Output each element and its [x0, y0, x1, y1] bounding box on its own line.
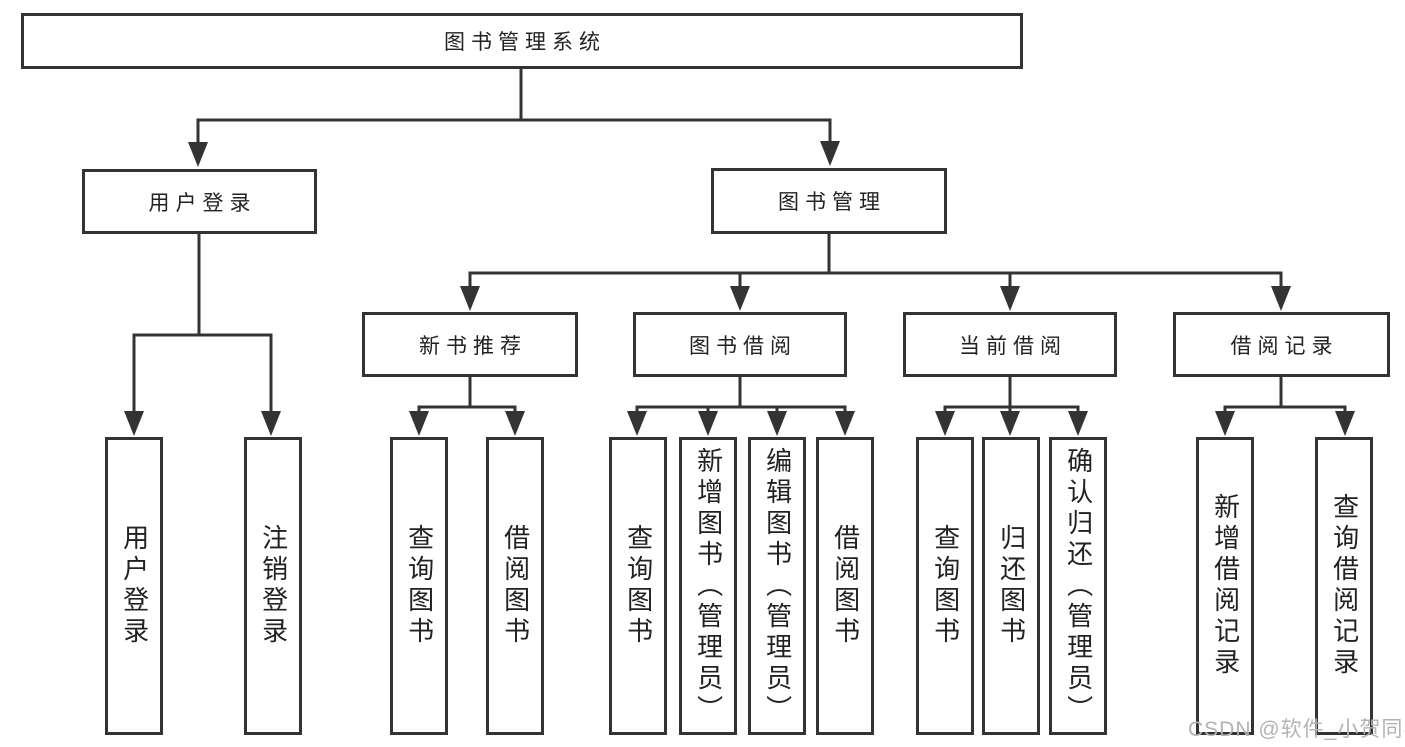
leaf-borrow-books-recommend: 借阅图书: [486, 437, 544, 735]
node-user-login: 用户登录: [82, 169, 317, 234]
leaf-query-books-borrow-label: 查询图书: [623, 524, 654, 648]
leaf-return-books: 归还图书: [982, 437, 1040, 735]
leaf-edit-books-admin: 编辑图书（管理员）: [748, 437, 806, 735]
node-new-book-recommend: 新书推荐: [362, 312, 578, 377]
leaf-confirm-return-admin-label: 确认归还（管理员）: [1063, 446, 1094, 726]
leaf-add-borrow-record: 新增借阅记录: [1196, 437, 1254, 735]
leaf-user-login: 用户登录: [105, 437, 163, 735]
leaf-add-books-admin-label: 新增图书（管理员）: [693, 446, 724, 726]
leaf-borrow-books: 借阅图书: [816, 437, 874, 735]
arrowheads: [124, 141, 1355, 436]
leaf-query-books-current-label: 查询图书: [930, 524, 961, 648]
leaf-query-books-current: 查询图书: [916, 437, 974, 735]
leaf-logout: 注销登录: [244, 437, 302, 735]
node-borrow-records: 借阅记录: [1173, 312, 1390, 377]
node-borrow-records-label: 借阅记录: [1230, 334, 1339, 358]
leaf-query-books-recommend-label: 查询图书: [404, 524, 435, 648]
node-book-borrow: 图书借阅: [633, 312, 847, 377]
leaf-return-books-label: 归还图书: [996, 524, 1027, 648]
node-book-management-label: 图书管理: [778, 191, 886, 214]
node-root: 图书管理系统: [21, 13, 1023, 69]
leaf-edit-books-admin-label: 编辑图书（管理员）: [762, 446, 793, 726]
node-book-management: 图书管理: [711, 168, 947, 234]
tree-edges: [132, 66, 1347, 417]
node-current-borrow-label: 当前借阅: [959, 334, 1067, 358]
leaf-borrow-books-label: 借阅图书: [830, 524, 861, 648]
leaf-query-books-recommend: 查询图书: [390, 437, 448, 735]
leaf-query-borrow-record: 查询借阅记录: [1315, 437, 1373, 735]
leaf-add-borrow-record-label: 新增借阅记录: [1210, 493, 1241, 679]
leaf-logout-label: 注销登录: [258, 524, 289, 648]
leaf-query-books-borrow: 查询图书: [609, 437, 667, 735]
leaf-query-borrow-record-label: 查询借阅记录: [1329, 493, 1360, 679]
node-root-label: 图书管理系统: [444, 31, 606, 54]
node-current-borrow: 当前借阅: [903, 312, 1117, 377]
node-user-login-label: 用户登录: [148, 191, 257, 215]
csdn-watermark: CSDN @软件_小贺同学: [1188, 718, 1405, 741]
leaf-user-login-label: 用户登录: [119, 524, 150, 648]
leaf-add-books-admin: 新增图书（管理员）: [679, 437, 737, 735]
leaf-confirm-return-admin: 确认归还（管理员）: [1049, 437, 1107, 735]
node-book-borrow-label: 图书借阅: [689, 334, 797, 358]
node-new-book-recommend-label: 新书推荐: [419, 334, 527, 358]
leaf-borrow-books-recommend-label: 借阅图书: [500, 524, 531, 648]
